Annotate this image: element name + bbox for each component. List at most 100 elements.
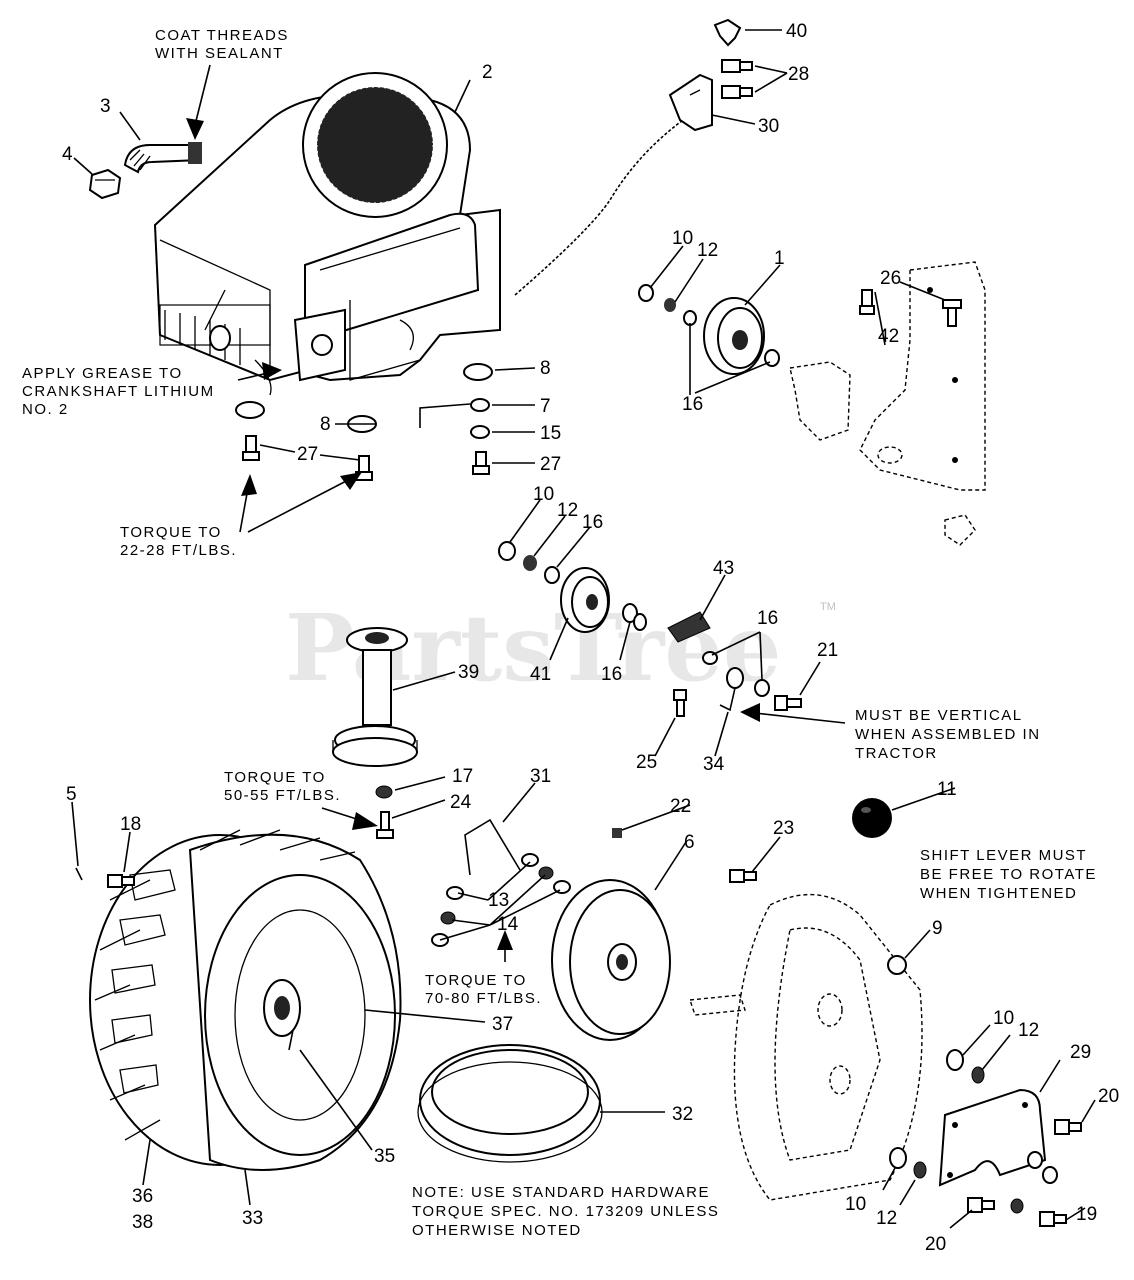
callout-16-top: 16 (682, 394, 703, 415)
part-34-pin (719, 667, 744, 712)
callout-29: 29 (1070, 1042, 1091, 1063)
callout-22: 22 (670, 796, 691, 817)
callout-18: 18 (120, 814, 141, 835)
callout-30: 30 (758, 116, 779, 137)
note-torque-50-55-line2: 50-55 FT/LBS. (224, 787, 341, 804)
note-torque-70-80-line2: 70-80 FT/LBS. (425, 990, 542, 1007)
callout-23: 23 (773, 818, 794, 839)
callout-36: 36 (132, 1186, 153, 1207)
part-11-shift-knob (852, 798, 892, 838)
callout-12-top: 12 (697, 240, 718, 261)
callout-20-right: 20 (1098, 1086, 1119, 1107)
part-41-pulley (560, 567, 610, 633)
part-22-setscrew (612, 828, 622, 838)
note-hardware-line2: TORQUE SPEC. NO. 173209 UNLESS (412, 1203, 719, 1220)
note-vertical-line1: MUST BE VERTICAL (855, 707, 1023, 724)
part-15-washer (470, 425, 490, 439)
part-25-bolt (673, 689, 687, 717)
callout-38: 38 (132, 1212, 153, 1233)
callout-3: 3 (100, 96, 111, 117)
callout-9: 9 (932, 918, 943, 939)
callout-19: 19 (1076, 1204, 1097, 1225)
assembly-notes: COAT THREADS WITH SEALANT APPLY GREASE T… (22, 27, 1097, 1239)
callout-16-mid: 16 (582, 512, 603, 533)
part-17-washer (375, 785, 393, 799)
part-9-nut (887, 955, 907, 975)
callout-32: 32 (672, 1104, 693, 1125)
part-26-bolt (942, 299, 962, 327)
callout-42: 42 (878, 326, 899, 347)
part-18-bolt (107, 874, 135, 888)
callout-25: 25 (636, 752, 657, 773)
part-3-elbow-fitting (123, 142, 202, 174)
callout-27-right: 27 (540, 454, 561, 475)
part-8-washer-b (235, 401, 265, 419)
callout-12-right: 12 (1018, 1020, 1039, 1041)
note-grease-line1: APPLY GREASE TO (22, 365, 183, 382)
callout-7: 7 (540, 396, 551, 417)
part-21-bolt (774, 695, 802, 711)
part-4-cap (88, 168, 122, 200)
callout-26: 26 (880, 268, 901, 289)
note-vertical-line2: WHEN ASSEMBLED IN (855, 726, 1041, 743)
part-32-belt (417, 1044, 603, 1163)
note-coat-threads-line2: WITH SEALANT (155, 45, 284, 62)
callout-21: 21 (817, 640, 838, 661)
callout-28: 28 (788, 64, 809, 85)
callout-6: 6 (684, 832, 695, 853)
note-torque-22-28-line2: 22-28 FT/LBS. (120, 542, 237, 559)
watermark-trademark: TM (820, 601, 836, 613)
callout-15: 15 (540, 423, 561, 444)
callout-10-bottom: 10 (845, 1194, 866, 1215)
callout-31: 31 (530, 766, 551, 787)
callout-16-right: 16 (757, 608, 778, 629)
note-grease-line3: NO. 2 (22, 401, 69, 418)
callout-40: 40 (786, 21, 807, 42)
engine-drawing (153, 72, 501, 396)
callout-39: 39 (458, 662, 479, 683)
callout-8-left: 8 (320, 414, 331, 435)
part-42-bolt (859, 289, 875, 315)
callout-17: 17 (452, 766, 473, 787)
part-1-idler-pulley (703, 297, 765, 375)
part-24-bolt (376, 811, 394, 839)
callout-5: 5 (66, 784, 77, 805)
transaxle-dashed (689, 869, 923, 1201)
part-7-rod (419, 403, 471, 428)
note-shift-lever-line1: SHIFT LEVER MUST (920, 847, 1087, 864)
note-torque-70-80-line1: TORQUE TO (425, 972, 527, 989)
part-37-wheel-rim (234, 909, 366, 1121)
idler-bracket-dashed (789, 261, 986, 491)
part-39-spindle-pulley (332, 627, 418, 767)
note-vertical-line3: TRACTOR (855, 745, 938, 762)
callout-12-mid: 12 (557, 500, 578, 521)
note-shift-lever-line2: BE FREE TO ROTATE (920, 866, 1097, 883)
part-31-u-bolt (464, 818, 521, 876)
callout-2: 2 (482, 62, 493, 83)
part-27-screws (242, 435, 490, 481)
part-19-bolt (1039, 1211, 1067, 1227)
note-torque-22-28-line1: TORQUE TO (120, 524, 222, 541)
note-arrows (186, 64, 846, 962)
callout-13: 13 (488, 890, 509, 911)
part-8-washer-a (463, 363, 493, 381)
part-5-cotter-pin (75, 867, 83, 881)
part-28-screws (721, 59, 753, 99)
callout-41: 41 (530, 664, 551, 685)
callout-numbers: 2 3 4 40 28 30 10 12 1 26 42 16 8 8 7 15… (62, 21, 1119, 1255)
note-hardware-line3: OTHERWISE NOTED (412, 1222, 582, 1239)
callout-43: 43 (713, 558, 734, 579)
part-20-bolt-a (1054, 1119, 1082, 1135)
note-torque-50-55-line1: TORQUE TO (224, 769, 326, 786)
part-35-valve-stem (288, 1029, 294, 1051)
note-shift-lever-line3: WHEN TIGHTENED (920, 885, 1077, 902)
part-40-wing-nut (713, 18, 742, 47)
part-23-bolt (729, 869, 757, 883)
note-hardware-line1: NOTE: USE STANDARD HARDWARE (412, 1184, 710, 1201)
callout-12-bottom: 12 (876, 1208, 897, 1229)
throttle-cable (514, 73, 713, 296)
callout-14: 14 (497, 914, 519, 935)
callout-24: 24 (450, 792, 472, 813)
callout-10-mid: 10 (533, 484, 554, 505)
